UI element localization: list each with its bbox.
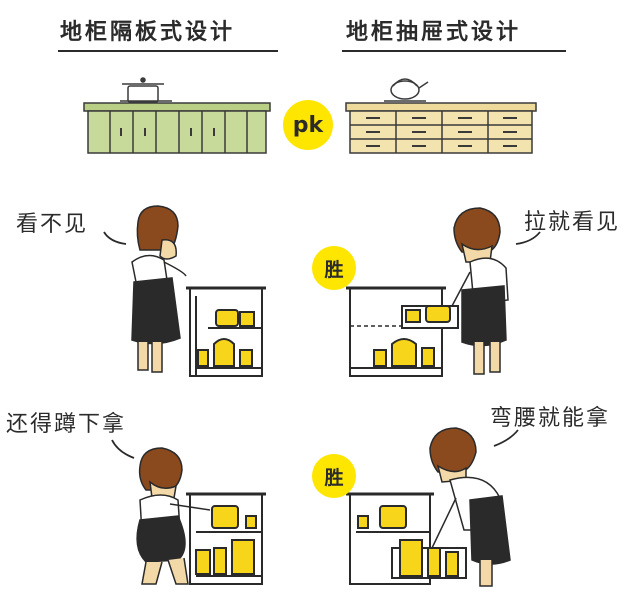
drawer-cabinet-side-view bbox=[346, 286, 459, 377]
person-looking-shelf bbox=[131, 205, 187, 373]
person-bending bbox=[429, 427, 511, 587]
caption-crouch-to-take: 还得蹲下拿 bbox=[6, 412, 127, 437]
heading-drawer-design: 地柜抽屉式设计 bbox=[346, 20, 522, 45]
heading-shelf-design: 地柜隔板式设计 bbox=[60, 20, 236, 45]
winner-badge-top: 胜 bbox=[312, 246, 356, 290]
pot-icon bbox=[120, 77, 172, 103]
caption-bend-to-take: 弯腰就能拿 bbox=[490, 406, 611, 431]
pk-badge: pk bbox=[283, 100, 333, 150]
heading-drawer-underline bbox=[342, 50, 566, 52]
shelf-cabinet-low-view bbox=[186, 492, 266, 585]
heading-shelf-underline bbox=[58, 50, 278, 52]
kettle-icon bbox=[384, 78, 429, 102]
caption-cannot-see: 看不见 bbox=[16, 212, 89, 237]
person-pulling-drawer bbox=[451, 207, 509, 375]
winner-badge-bottom: 胜 bbox=[312, 454, 356, 498]
shelf-cabinet-side-view bbox=[186, 286, 266, 377]
drawer-style-cabinet bbox=[345, 102, 537, 154]
drawer-cabinet-open-view bbox=[346, 492, 467, 585]
caption-pull-to-see: 拉就看见 bbox=[524, 210, 621, 235]
person-crouching bbox=[136, 447, 211, 585]
shelf-style-cabinet bbox=[83, 102, 271, 154]
